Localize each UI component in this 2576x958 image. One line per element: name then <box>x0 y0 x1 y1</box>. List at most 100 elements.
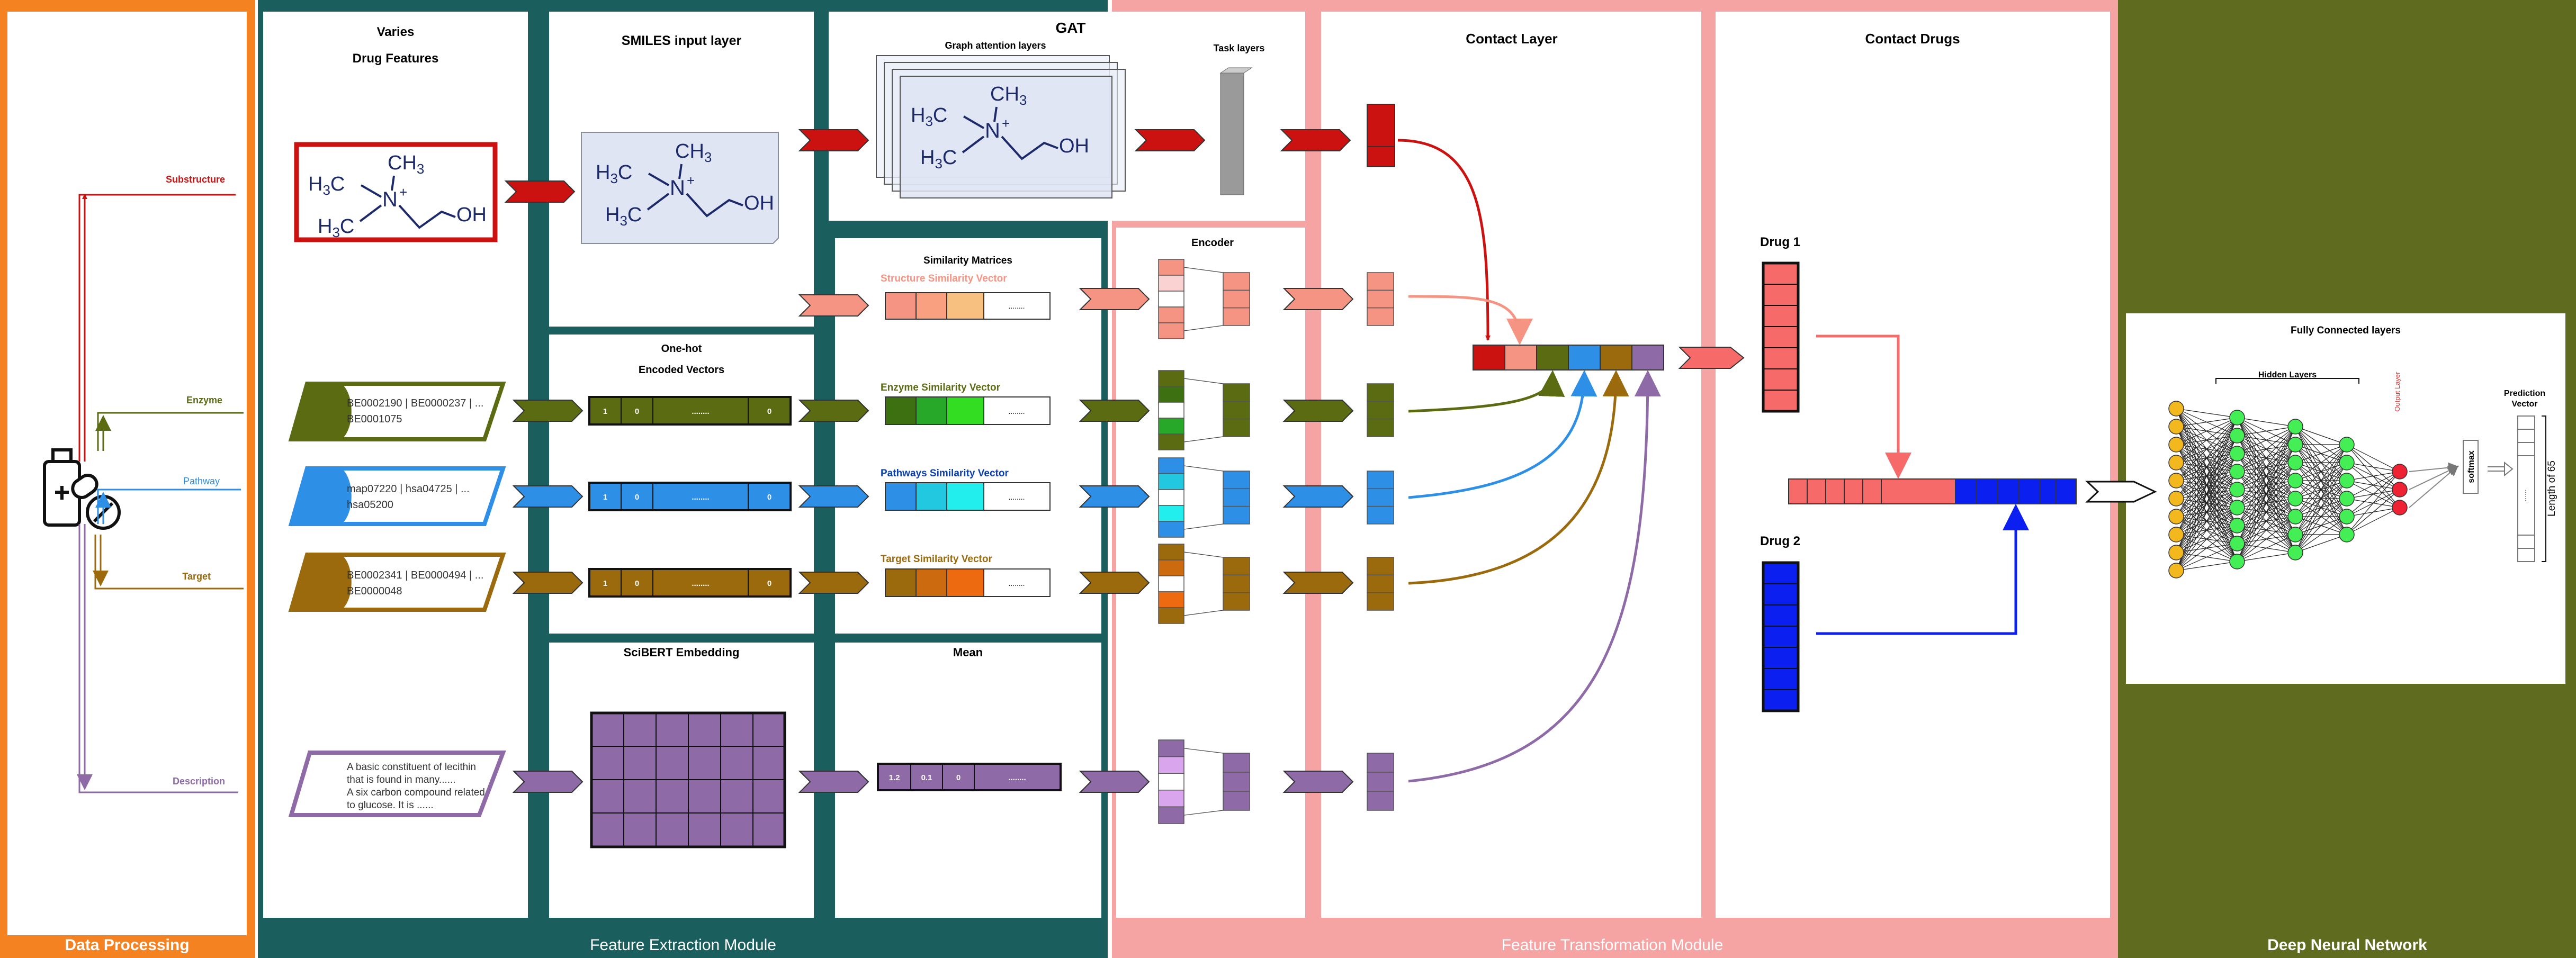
structure-similarity-label: Structure Similarity Vector <box>881 273 1007 284</box>
chevron-target-encoder-out <box>1282 572 1354 594</box>
svg-text:0.1: 0.1 <box>921 773 932 782</box>
nn-neuron <box>2168 545 2184 561</box>
chevron-structure-encoder-out <box>1282 288 1354 310</box>
onehot-cell: ........ <box>692 579 709 588</box>
pathway-input: map07220 | hsa04725 | ... hsa05200 <box>288 466 506 526</box>
nn-neuron <box>2229 518 2245 534</box>
nn-neuron <box>2168 437 2184 453</box>
branch-target: Target <box>182 571 211 582</box>
nn-neuron <box>2229 554 2245 570</box>
nn-neuron <box>2287 509 2303 525</box>
contact-vector-pathway <box>1367 471 1394 525</box>
encoder-output-enzyme <box>1223 383 1250 437</box>
encoder-input-pathway <box>1158 457 1184 538</box>
encoder-panel <box>1116 228 1305 918</box>
nn-neuron <box>2229 464 2245 480</box>
nn-neuron <box>2287 419 2303 435</box>
nn-neuron <box>2168 419 2184 435</box>
description-line3: A six carbon compound related <box>347 787 485 798</box>
chevron-enzyme-to-feature <box>512 400 584 422</box>
chevron-description-to-encoder <box>1079 771 1150 793</box>
target-ids-line2: BE0000048 <box>347 585 402 597</box>
chevron-gat-to-task <box>1134 129 1206 151</box>
onehot-cell: ........ <box>692 407 709 416</box>
length-label: Length of 65 <box>2546 460 2557 517</box>
chevron-pathway-to-feature <box>512 485 584 508</box>
encoder-title: Encoder <box>1191 237 1234 249</box>
nn-neuron <box>2339 509 2355 525</box>
nn-neuron <box>2168 491 2184 507</box>
nn-neuron <box>2229 446 2245 462</box>
encoder-input-enzyme <box>1158 370 1184 450</box>
nn-neuron <box>2168 563 2184 579</box>
nn-neuron <box>2287 545 2303 561</box>
target-input: BE0002341 | BE0000494 | ... BE0000048 <box>288 553 506 612</box>
chevron-structure-to-encoder <box>1079 288 1150 310</box>
nn-neuron <box>2168 527 2184 543</box>
chevron-enzyme-to-encoder <box>1079 400 1150 422</box>
contact-curves <box>1397 139 1661 783</box>
pathway-ids-line2: hsa05200 <box>347 499 393 511</box>
mean-vector: 1.2 0.1 0 ........ <box>877 763 1062 791</box>
contact-drugs-panel <box>1716 12 2110 918</box>
target-similarity-label: Target Similarity Vector <box>881 554 992 565</box>
nn-neuron <box>2339 491 2355 507</box>
svg-text:1.2: 1.2 <box>889 773 900 782</box>
encoder-input-target <box>1158 544 1184 624</box>
onehot-title-1: One-hot <box>661 343 702 355</box>
smiles-title: SMILES input layer <box>622 33 742 48</box>
nn-neuron <box>2287 473 2303 489</box>
branch-substructure: Substructure <box>166 174 225 185</box>
svg-text:........: ........ <box>1008 773 1026 782</box>
nn-neuron <box>2392 482 2408 498</box>
pathways-similarity-vector: ........ <box>885 482 1051 511</box>
encoder-links <box>1183 552 1224 616</box>
drug1-vector <box>1762 261 1800 413</box>
enzyme-similarity-label: Enzyme Similarity Vector <box>881 382 1001 393</box>
encoder-input-description <box>1158 739 1184 824</box>
nn-neuron <box>2392 500 2408 516</box>
encoder-input-structure <box>1158 259 1184 339</box>
enzyme-ids-line1: BE0002190 | BE0000237 | ... <box>347 397 483 409</box>
target-ids-line1: BE0002341 | BE0000494 | ... <box>347 570 483 581</box>
nn-neuron <box>2287 491 2303 507</box>
drug1-arrow <box>1816 335 1911 479</box>
encoder-links <box>1183 465 1224 530</box>
drugs-to-dnn-arrow <box>2085 481 2157 503</box>
encoder-output-description <box>1223 753 1250 811</box>
nn-neuron <box>2229 428 2245 444</box>
pathways-dots: ........ <box>1008 493 1025 501</box>
prediction-label-1: Prediction <box>2504 389 2545 398</box>
nn-neuron <box>2229 536 2245 552</box>
contact-vector-target <box>1367 557 1394 611</box>
enzyme-similarity-vector: ........ <box>885 396 1051 425</box>
gat-title: GAT <box>1055 20 1085 36</box>
target-dots: ........ <box>1008 579 1025 588</box>
onehot-cell: 0 <box>635 407 639 416</box>
description-line1: A basic constituent of lecithin <box>347 762 476 773</box>
onehot-cell: 0 <box>635 579 639 588</box>
onehot-cell: 0 <box>767 579 771 588</box>
drug1-label: Drug 1 <box>1760 235 1800 249</box>
encoder-links <box>1183 378 1224 442</box>
module-label-data-processing: Data Processing <box>65 936 189 954</box>
chevron-description-encoder-out <box>1282 771 1354 793</box>
similarity-title: Similarity Matrices <box>923 255 1012 266</box>
enzyme-input: BE0002190 | BE0000237 | ... BE0001075 <box>288 382 506 441</box>
branch-enzyme: Enzyme <box>186 395 222 405</box>
nn-neuron <box>2287 527 2303 543</box>
pathways-similarity-label: Pathways Similarity Vector <box>881 468 1009 479</box>
graph-attention-stack <box>876 55 1126 198</box>
encoder-output-pathway <box>1223 471 1250 525</box>
chevron-pathway-to-encoder <box>1079 485 1150 508</box>
nn-neuron <box>2168 455 2184 471</box>
nn-neuron <box>2229 410 2245 426</box>
nn-neuron <box>2168 401 2184 417</box>
enzyme-ids-line2: BE0001075 <box>347 413 402 425</box>
chevron-smiles-to-structure <box>798 294 869 317</box>
task-layers-label: Task layers <box>1214 43 1265 53</box>
graph-attention-label: Graph attention layers <box>945 40 1046 51</box>
encoder-output-target <box>1223 557 1250 611</box>
dnn-title: Fully Connected layers <box>2291 325 2401 336</box>
flow-chevrons <box>504 129 1354 793</box>
